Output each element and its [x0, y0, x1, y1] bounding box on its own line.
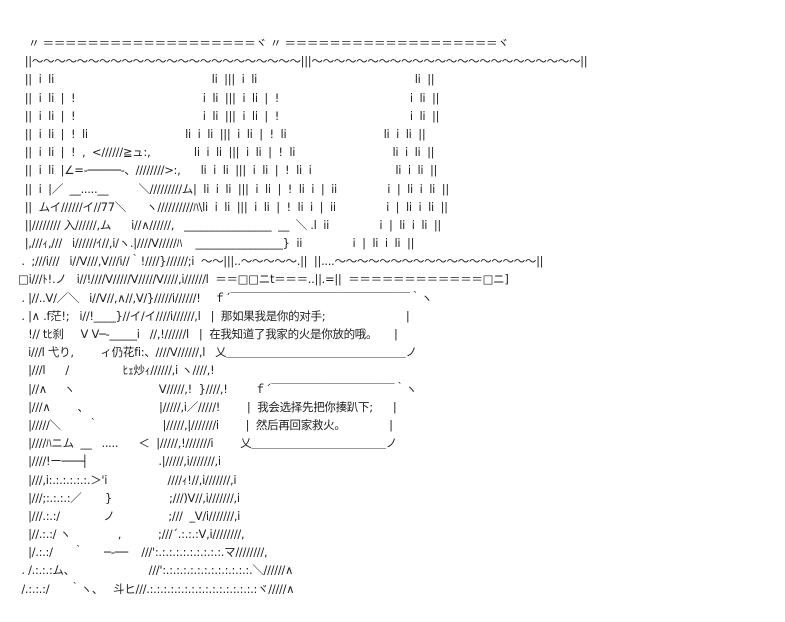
art-line: || i |／ __.....__ ＼/////////ム| li i li |… — [18, 181, 450, 196]
art-line: |///;:.:.:.:／ } ;///)V//,i///////,i — [18, 490, 240, 505]
art-line: |////ﾊニム __ ..... ＜ |/////,!///////i 乂＿＿… — [18, 436, 397, 451]
art-line: || i li li ||| i li li || — [18, 72, 435, 87]
art-line: . |∧ .f茫!; i//!____}//イ/イ////i//////,l |… — [18, 308, 410, 323]
art-line: || i li | ! li li i li ||| i li | ! li l… — [18, 126, 426, 141]
art-line: . |//..V/／＼ i//V//,∧//,V/}/////i//////! … — [18, 290, 433, 305]
art-line: |////!ー───┤ .|/////,i///////,i — [18, 454, 221, 469]
art-line: ||//////// 入//////,ム i//∧//////, _______… — [18, 217, 442, 232]
art-line: |/.:.:/ ｀ ─-── ///':.:.:.:.:.:.:.:.:.:.マ… — [18, 545, 268, 560]
art-line: |///∧ 、 |/////,i／/////! | 我会选择先把你揍趴下; | — [18, 399, 397, 414]
art-line: 〃 ＝＝＝＝＝＝＝＝＝＝＝＝＝＝＝＝＝＝＝ヾ 〃 ＝＝＝＝＝＝＝＝＝＝＝＝＝＝＝… — [18, 36, 509, 50]
art-line: i///l 弋り, ィ仍花fi:、////V//////,l 乂＿＿＿＿＿＿＿＿… — [18, 345, 417, 360]
art-line: |//∧ ヽ V/////,! }////,! ｆ´￣￣￣￣￣￣￣￣￣￣￣｀ヽ — [18, 381, 417, 396]
art-line: |//.:.:/ ヽ , ;///´.:.:.:V,i////////, — [18, 527, 245, 542]
art-line: || i li |∠=-─────-、////////>:, li i li |… — [18, 163, 438, 178]
art-line: |,///ｨ,/// i//////ｲ//,i/ヽ.|////V/////ﾊ _… — [18, 236, 415, 251]
art-line: □i///ﾄ!.ノ i//!////V/////V/////V////,i///… — [18, 272, 509, 287]
art-line: || ムイ//////イ//77＼ ヽ//////////ﾊ\li i li |… — [18, 199, 448, 214]
ascii-art: 〃 ＝＝＝＝＝＝＝＝＝＝＝＝＝＝＝＝＝＝＝ヾ 〃 ＝＝＝＝＝＝＝＝＝＝＝＝＝＝＝… — [18, 34, 588, 598]
art-line: |/////＼ ｀ |/////,|///////i | 然后再回家救火。 | — [18, 417, 393, 432]
art-line: |///l / ﾋｪ炒ｨ//////,i ヽ////,! — [18, 363, 215, 378]
art-line: !// tﾋ刹 V V─-_____i //,!//////l | 在我知道了我… — [18, 327, 398, 341]
art-line: |///,i:.:.:.:.:.:.＞'i ////ｨ!//,i///////,… — [18, 472, 237, 487]
art-line: . /.:.:.:ム、 ///':.:.:.:.:.:.:.:.:.:.:.:.… — [18, 563, 294, 578]
art-line: || i li | ! i li ||| i li | ! i li || — [18, 108, 440, 123]
art-line: /.:.:.:/ ｀ヽ、 斗ヒ///.:.:.:.:.:.:.:.:.:.:.:… — [18, 581, 295, 596]
art-line: |///.:.:/ ノ ;/// _V/i///////,i — [18, 508, 241, 523]
art-line: ||～～～～～～～～～～～～～～～～～～～～～～～～|||～～～～～～～～～～～… — [18, 54, 588, 69]
art-line: || i li | ! i li ||| i li | ! i li || — [18, 90, 440, 105]
art-line: . ;///i/// i//V///,V///i//｀!////}//////;… — [18, 254, 544, 269]
art-line: || i li | ! , <//////≧ュ:, li i li ||| i … — [18, 145, 435, 160]
